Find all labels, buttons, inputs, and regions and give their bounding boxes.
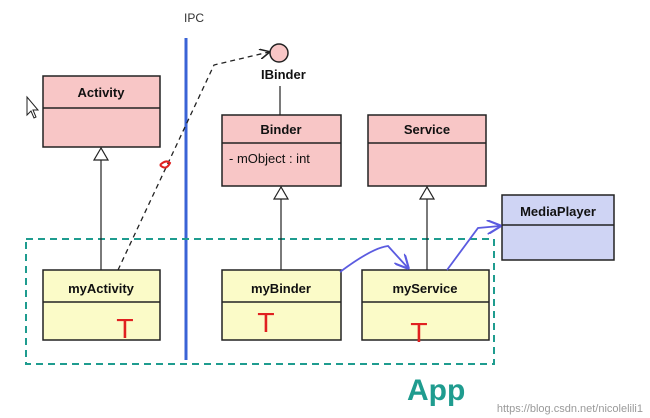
annotation-mark <box>159 160 172 169</box>
class-binder-name: Binder <box>260 122 301 137</box>
class-binder: Binder - mObject : int <box>221 114 342 187</box>
association-mybinder-myservice <box>339 245 408 273</box>
class-activity: Activity <box>42 75 161 148</box>
association-myservice-mediaplayer <box>446 226 500 271</box>
inherit-arrowhead-activity <box>92 146 110 161</box>
class-myactivity-annotation: T <box>116 315 133 345</box>
class-mybinder-name: myBinder <box>251 281 311 296</box>
class-service: Service <box>367 114 487 187</box>
inherit-arrowhead-binder <box>272 185 290 200</box>
class-myactivity-name: myActivity <box>68 281 135 296</box>
ibinder-interface-circle <box>269 43 289 63</box>
class-myservice: myService T <box>361 269 490 349</box>
app-label: App <box>407 374 465 407</box>
class-mediaplayer-name: MediaPlayer <box>520 204 596 219</box>
ipc-label: IPC <box>184 11 204 25</box>
app-boundary <box>25 238 495 365</box>
class-activity-name: Activity <box>78 85 126 100</box>
class-myactivity: myActivity T <box>42 269 161 345</box>
ibinder-label: IBinder <box>261 67 306 82</box>
class-service-name: Service <box>404 122 450 137</box>
watermark-text: https://blog.csdn.net/nicolelili1 <box>497 403 643 415</box>
dependency-myactivity-ibinder <box>117 52 269 271</box>
class-mediaplayer: MediaPlayer <box>501 194 615 261</box>
class-mybinder: myBinder T <box>221 269 342 341</box>
class-mybinder-annotation: T <box>257 309 274 339</box>
class-myservice-annotation: T <box>410 319 427 349</box>
class-myservice-name: myService <box>392 281 457 296</box>
inherit-arrowhead-service <box>418 185 436 200</box>
class-binder-attribute: - mObject : int <box>229 151 310 166</box>
cursor-icon <box>26 95 40 119</box>
